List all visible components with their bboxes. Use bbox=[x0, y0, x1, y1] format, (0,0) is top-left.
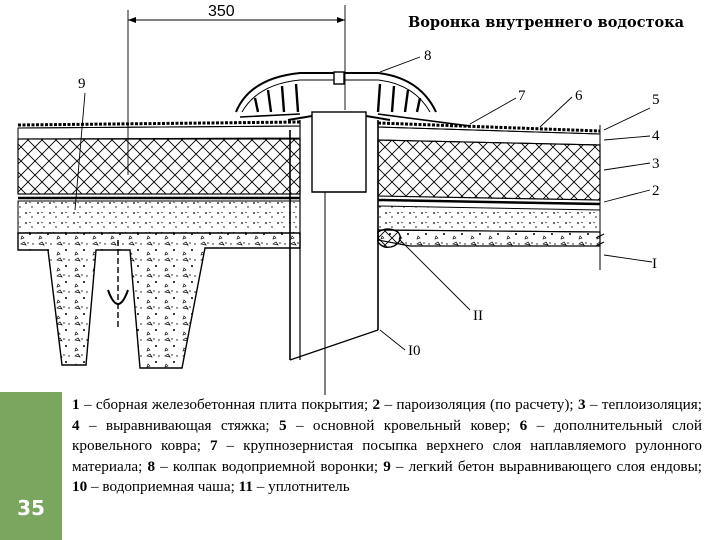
dome-cap bbox=[235, 71, 437, 113]
drain-bowl bbox=[287, 111, 391, 395]
callout-10: I0 bbox=[408, 343, 421, 359]
callout-1: I bbox=[652, 256, 657, 272]
legend-text: – теплоизоляция; bbox=[585, 396, 702, 413]
vapor-barrier bbox=[18, 196, 601, 206]
legend-num: 10 bbox=[72, 478, 88, 495]
callout-9: 9 bbox=[78, 76, 86, 92]
callout-7: 7 bbox=[518, 88, 526, 104]
callout-5: 5 bbox=[652, 92, 660, 108]
dimension-label: 350 bbox=[208, 3, 235, 20]
insulation-layer bbox=[17, 138, 601, 201]
callout-8: 8 bbox=[424, 48, 432, 64]
legend-text: – крупнозернистая посыпка верхнего слоя … bbox=[72, 437, 702, 475]
callout-4: 4 bbox=[652, 128, 660, 144]
legend-num: 8 bbox=[147, 457, 156, 475]
callout-11: II bbox=[473, 308, 483, 324]
legend-num: 2 bbox=[372, 396, 381, 413]
drain-funnel-drawing: 350 bbox=[17, 3, 660, 395]
legend-text: – уплотнитель bbox=[252, 478, 350, 495]
accent-bar bbox=[0, 392, 62, 540]
sealant bbox=[377, 228, 401, 249]
slide-number: 35 bbox=[17, 496, 45, 520]
legend-num: 1 bbox=[72, 396, 80, 413]
legend-text: – выравнивающая стяжка; bbox=[79, 416, 280, 434]
legend-num: 4 bbox=[72, 416, 80, 434]
legend-num: 11 bbox=[238, 478, 253, 495]
legend-text: – колпак водоприемной воронки; bbox=[155, 457, 384, 475]
legend-text: – сборная железобетонная плита покрытия; bbox=[79, 396, 373, 413]
legend-num: 9 bbox=[383, 457, 391, 475]
callout-6: 6 bbox=[575, 88, 583, 104]
callout-3: 3 bbox=[652, 156, 660, 172]
legend-text: – основной кровельный ковер; bbox=[286, 416, 520, 434]
legend-num: 3 bbox=[577, 396, 586, 413]
legend-text: 1 – сборная железобетонная плита покрыти… bbox=[72, 395, 702, 498]
legend-num: 5 bbox=[279, 416, 287, 434]
legend-text: – легкий бетон выравнивающего слоя ендов… bbox=[390, 457, 703, 475]
legend-text: – водоприемная чаша; bbox=[87, 478, 239, 495]
legend-text: – дополнительный слой кровельного ковра; bbox=[72, 416, 702, 455]
legend-text: – пароизоляция (по расчету); bbox=[380, 396, 578, 413]
concrete-slab bbox=[17, 200, 601, 369]
dimension-350: 350 bbox=[127, 3, 346, 175]
page-title: Воронка внутреннего водостока bbox=[408, 14, 685, 31]
legend-num: 7 bbox=[209, 437, 218, 454]
callout-2: 2 bbox=[652, 183, 660, 199]
legend-num: 6 bbox=[519, 416, 528, 434]
